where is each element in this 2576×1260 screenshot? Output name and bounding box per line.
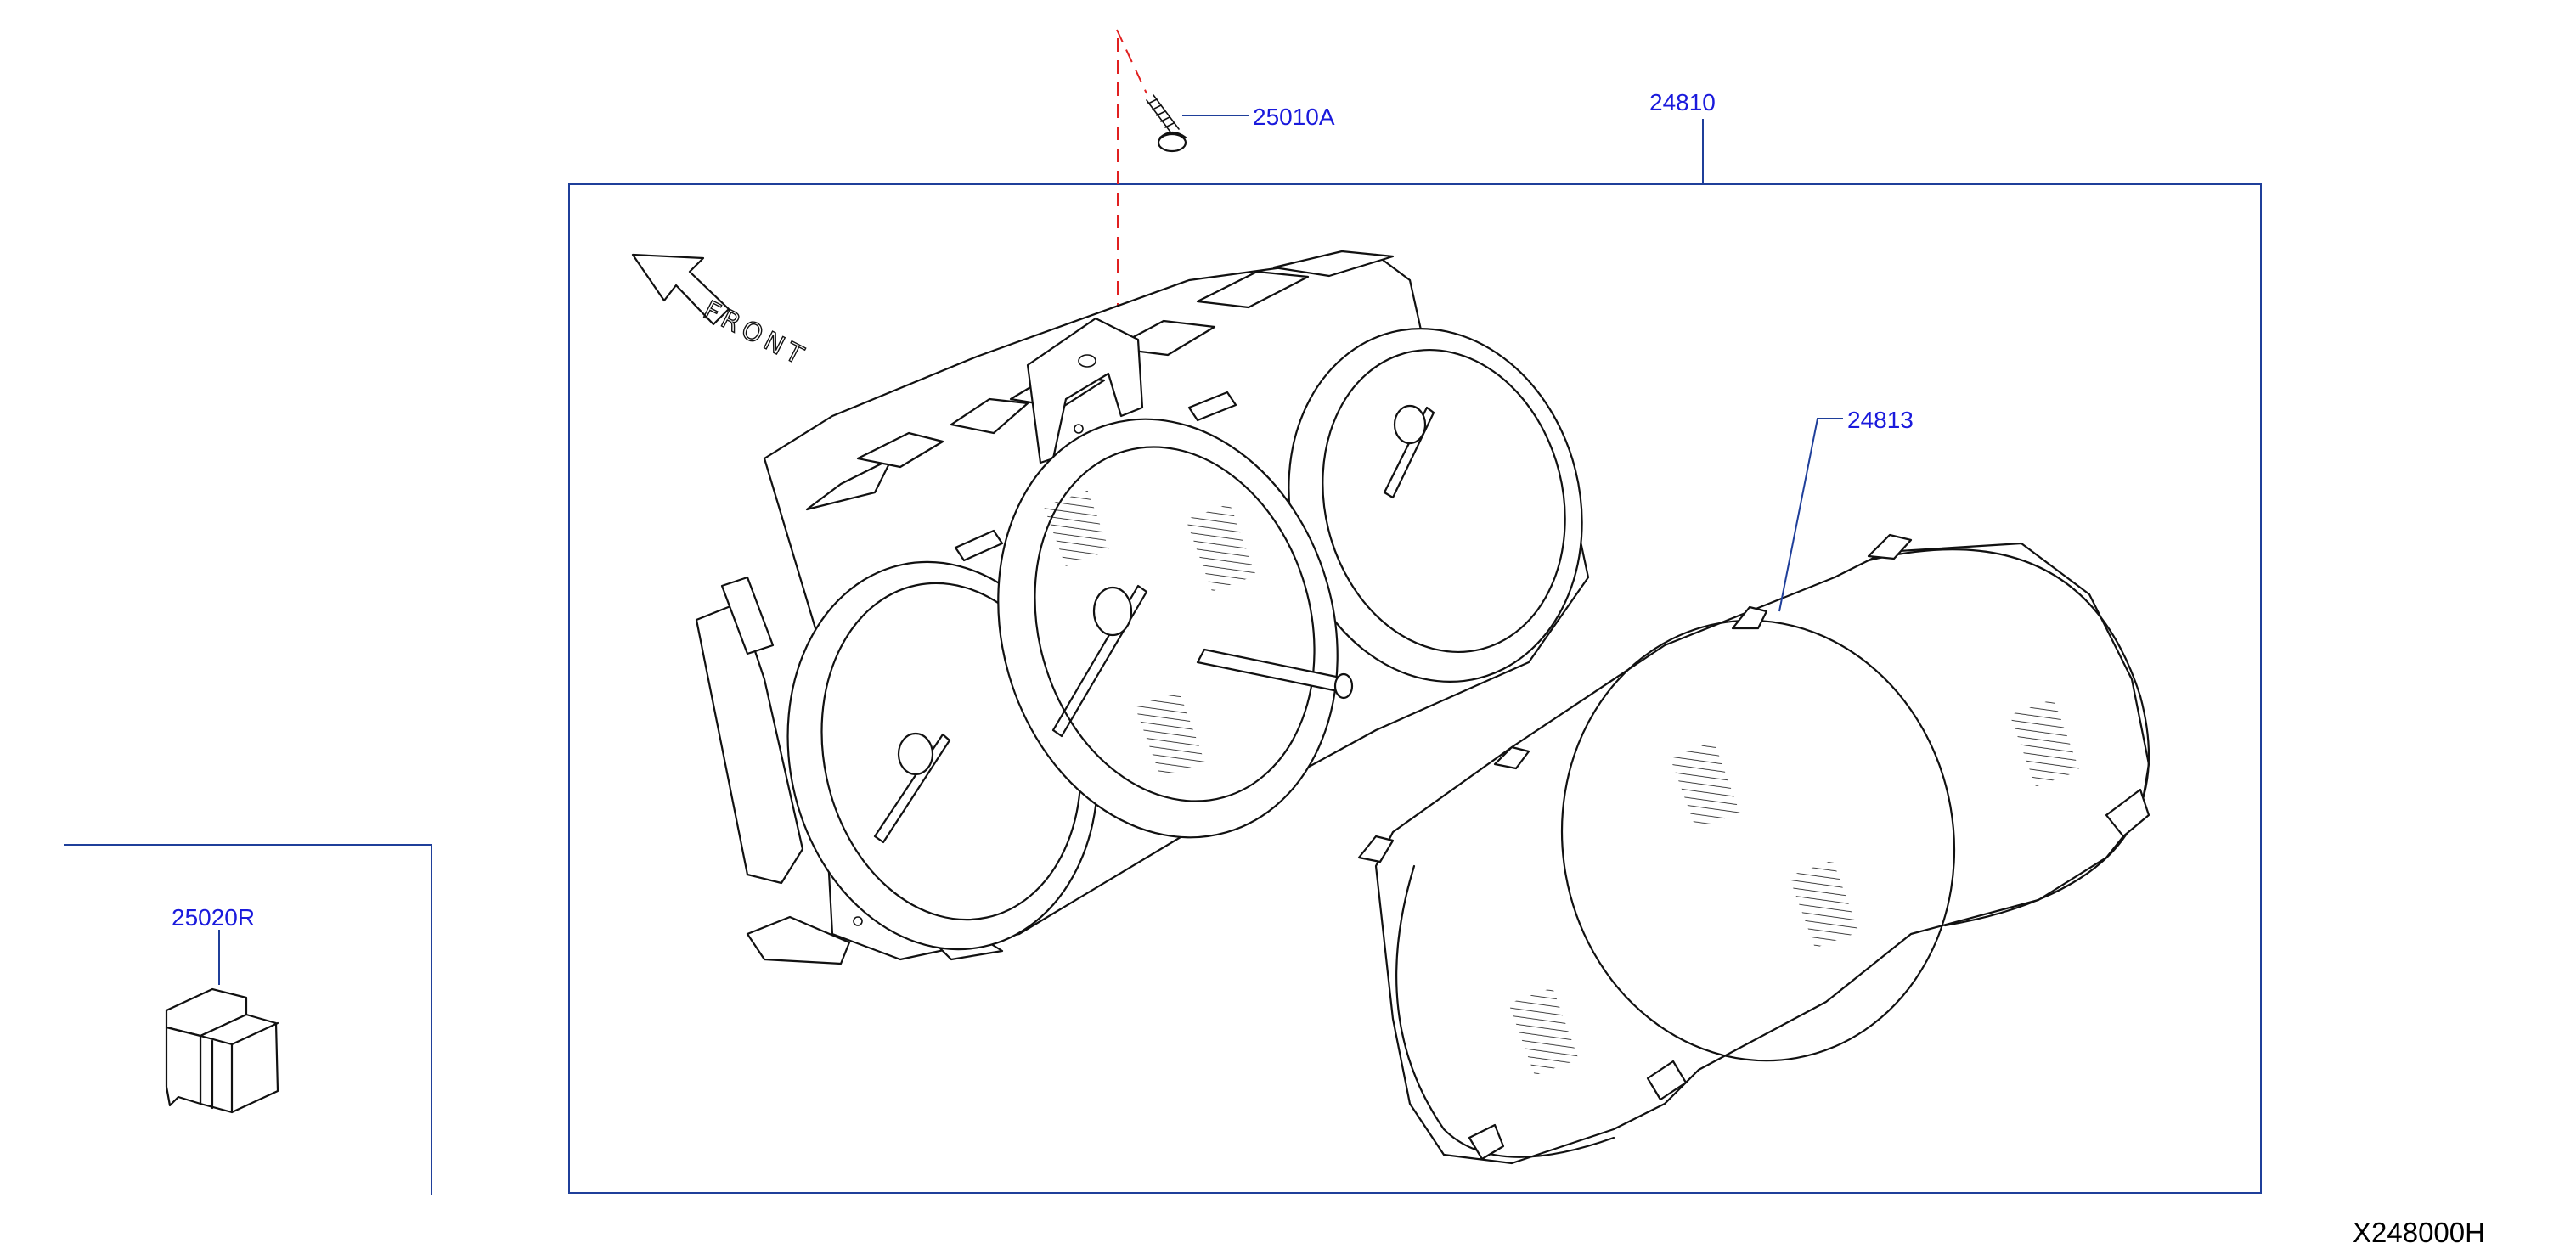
meter-lens-cover[interactable] — [1357, 533, 2150, 1165]
lens-leader — [1778, 418, 1843, 612]
front-label: FRONT — [698, 295, 812, 373]
center-gauge[interactable] — [950, 379, 1386, 878]
callout-24810[interactable]: 24810 — [1649, 89, 1716, 115]
front-arrow-icon — [631, 253, 730, 326]
callout-24813[interactable]: 24813 — [1847, 407, 1914, 433]
diagram-code: X248000H — [2353, 1217, 2485, 1248]
unit-group-bracket — [64, 844, 432, 1195]
screw-part[interactable] — [1146, 94, 1187, 153]
callout-25010A[interactable]: 25010A — [1253, 104, 1335, 130]
assembly-group-box — [568, 183, 2262, 1194]
unit-part[interactable] — [165, 987, 279, 1114]
callout-25020R[interactable]: 25020R — [172, 904, 255, 931]
screw-centerline — [1116, 29, 1147, 425]
